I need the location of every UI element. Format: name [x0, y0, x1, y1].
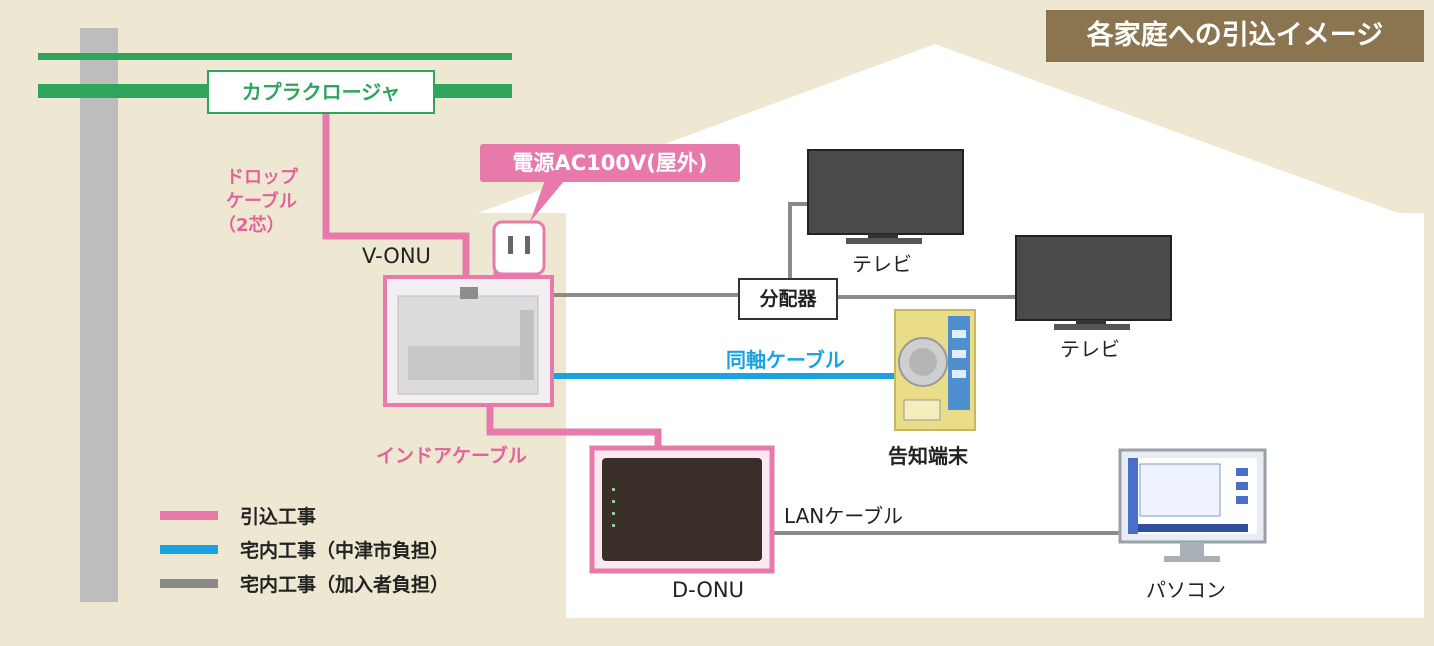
power-label-pointer [530, 180, 565, 222]
legend-label-pink: 引込工事 [240, 506, 317, 528]
splitter-label: 分配器 [738, 278, 838, 320]
tv1-icon [807, 149, 964, 244]
v-onu-device-icon [383, 275, 554, 407]
indoor-cable-label: インドアケーブル [376, 445, 527, 467]
fiber-line-bottom-right [434, 84, 512, 98]
announcement-terminal-icon [894, 309, 976, 431]
drop-cable-line [322, 114, 470, 276]
d-onu-device-icon [589, 445, 775, 574]
drop-cable-label-line2: ケーブル [226, 191, 297, 212]
tv1-label: テレビ [852, 252, 912, 276]
coupler-closure-label: カプラクロージャ [207, 70, 435, 114]
drop-cable-label-line1: ドロップ [226, 167, 298, 188]
fiber-line-top [38, 53, 512, 60]
power-outlet-icon [492, 220, 546, 276]
legend-label-gray: 宅内工事（加入者負担） [240, 574, 450, 596]
indoor-cable-line [486, 405, 662, 448]
utility-pole [80, 28, 118, 602]
lan-cable-label: LANケーブル [784, 504, 904, 528]
legend-swatch-gray [160, 579, 218, 588]
legend-swatch-pink [160, 511, 218, 520]
tv2-icon [1015, 235, 1172, 330]
d-onu-label: D-ONU [672, 578, 744, 602]
power-label: 電源AC100V(屋外) [480, 144, 740, 182]
splitter-to-tv1-line [788, 202, 808, 278]
legend-swatch-blue [160, 545, 218, 554]
v-onu-label: V-ONU [362, 244, 431, 268]
fiber-line-bottom-left [38, 84, 208, 98]
drop-cable-label-line3: （2芯） [218, 215, 285, 236]
legend-label-blue: 宅内工事（中津市負担） [240, 540, 450, 562]
pc-label: パソコン [1146, 578, 1226, 602]
diagram-title: 各家庭への引込イメージ [1046, 10, 1424, 62]
coax-cable-label: 同軸ケーブル [726, 348, 845, 372]
tv2-label: テレビ [1060, 337, 1120, 361]
terminal-label: 告知端末 [888, 444, 968, 468]
pc-monitor-icon [1118, 448, 1267, 562]
